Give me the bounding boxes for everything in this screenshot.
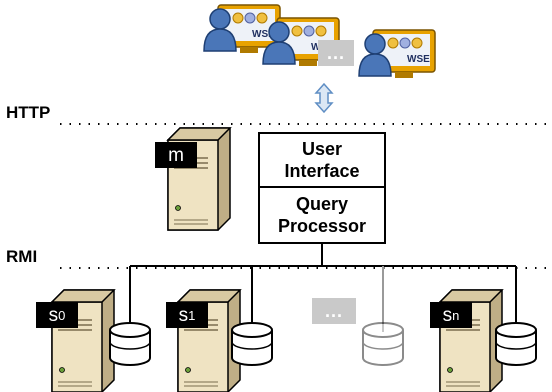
user-interface-line1: User (301, 139, 343, 159)
http-double-arrow (314, 82, 334, 114)
master-tag-label: m (168, 144, 184, 166)
http-label: HTTP (6, 103, 51, 122)
servers-ellipsis: ... (312, 298, 356, 324)
master-tag: m (155, 142, 197, 168)
query-processor-line1: Query (295, 194, 349, 214)
disk-sn-icon (495, 322, 537, 366)
user-interface-box: User Interface (258, 132, 386, 188)
query-processor-line2: Processor (277, 216, 367, 236)
disk-s1-icon (231, 322, 273, 366)
user-interface-line2: Interface (284, 161, 360, 181)
client-user-icon (358, 29, 436, 79)
disk-ghost-icon (362, 322, 404, 366)
rmi-label: RMI (6, 247, 38, 266)
clients-ellipsis: ... (318, 40, 354, 66)
query-processor-box: Query Processor (258, 186, 386, 244)
disk-s0-icon (109, 322, 151, 366)
